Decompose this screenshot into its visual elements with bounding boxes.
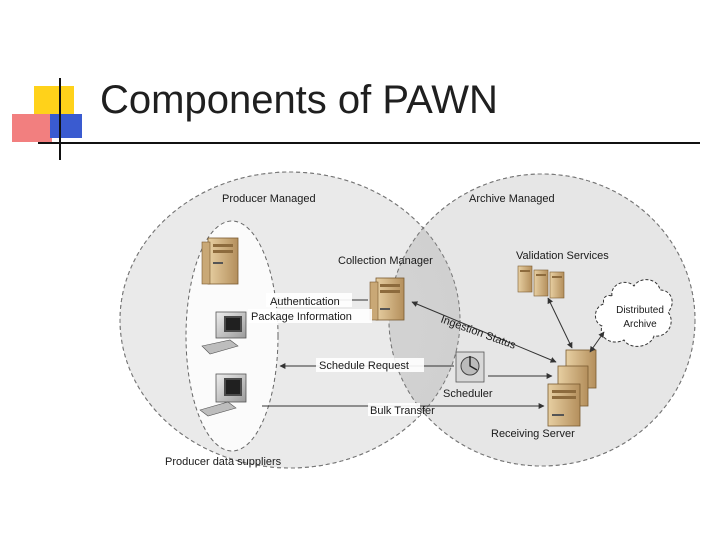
distributed-archive-label-line2: Archive: [623, 319, 657, 330]
archive-managed-label: Archive Managed: [469, 193, 555, 205]
schedule-request-label: Schedule Request: [319, 360, 409, 372]
receiving-server-icon: [547, 349, 597, 427]
validation-receiving-arrow: [547, 297, 573, 349]
scheduler-label: Scheduler: [443, 388, 493, 400]
supplier-computer-icon: [199, 373, 247, 417]
collection-manager-server-icon: [369, 277, 405, 321]
title-deco-blue-square: [50, 114, 82, 138]
receiving-server-label: Receiving Server: [491, 428, 575, 440]
distributed-archive-label-line1: Distributed: [616, 305, 664, 316]
collection-manager-label: Collection Manager: [338, 255, 433, 267]
scheduler-icon: [455, 351, 485, 383]
title-deco-vertical-line: [59, 78, 61, 160]
producer-suppliers-label: Producer data suppliers: [165, 456, 282, 468]
title-underline: [38, 142, 700, 144]
validation-services-servers-icon: [517, 265, 565, 299]
authentication-label: Authentication: [270, 296, 340, 308]
producer-managed-label: Producer Managed: [222, 193, 316, 205]
bulk-transfer-label: Bulk Transfer: [370, 405, 435, 417]
producer-server-icon: [201, 237, 239, 285]
distributed-archive-cloud-icon: [595, 279, 673, 347]
ingestion-status-arrow: [411, 301, 557, 363]
package-information-label: Package Information: [251, 311, 352, 323]
validation-services-label: Validation Services: [516, 250, 609, 262]
title-deco-red-square: [12, 114, 52, 142]
slide-title: Components of PAWN: [100, 78, 498, 122]
archive-receiving-arrow: [589, 331, 605, 353]
supplier-computer-icon: [201, 311, 247, 355]
